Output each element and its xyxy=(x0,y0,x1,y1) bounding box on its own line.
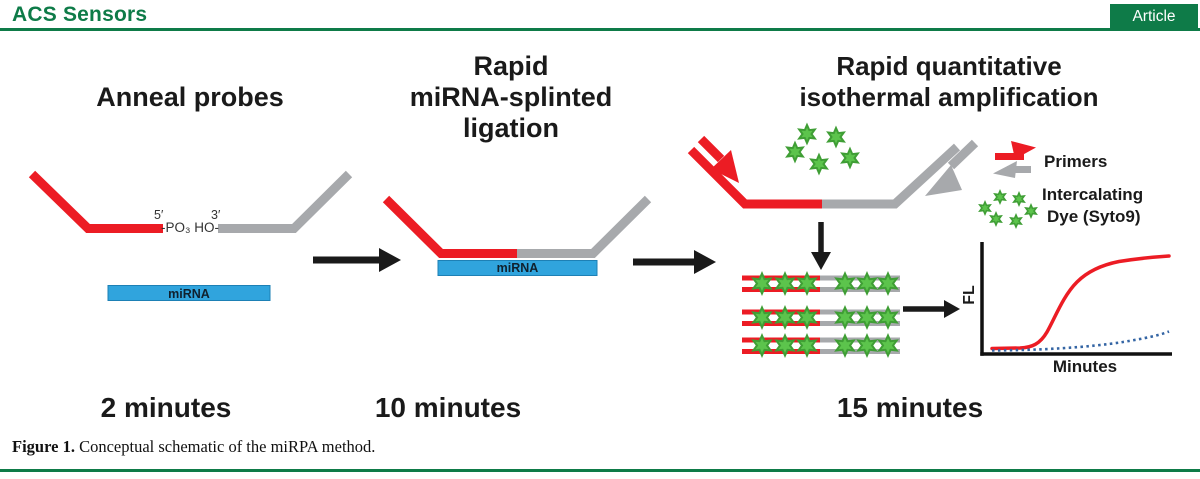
mirna-strand-p2 xyxy=(437,260,598,276)
dye-star-icon xyxy=(877,305,899,330)
footer-rule xyxy=(0,469,1200,472)
dye-star-icon xyxy=(751,333,773,358)
dye-star-icon xyxy=(796,333,818,358)
dye-star-icon xyxy=(774,305,796,330)
panel3-title-line1: Rapid quantitative xyxy=(836,51,1062,81)
dye-star-icon xyxy=(834,271,856,296)
dye-star-icon xyxy=(796,305,818,330)
panel1-time: 2 minutes xyxy=(100,392,232,423)
journal-name: ACS Sensors xyxy=(12,3,148,26)
panel1-title: Anneal probes xyxy=(96,82,284,112)
reverse-primer-gray xyxy=(925,139,979,196)
dye-star-icon xyxy=(856,271,878,296)
panel3-title-line2: isothermal amplification xyxy=(799,82,1099,112)
dye-star-icon xyxy=(774,271,796,296)
figure-caption: Figure 1. Conceptual schematic of the mi… xyxy=(12,437,912,457)
dye-stars-amplicon-1 xyxy=(751,271,899,296)
template-red-half xyxy=(687,146,822,209)
five-prime-label: 5′ xyxy=(154,208,164,222)
forward-primer-red xyxy=(697,135,739,183)
panel2-title-line1: Rapid xyxy=(473,51,549,81)
header-rule xyxy=(0,28,1200,31)
mirna-strand-p1 xyxy=(107,285,271,301)
figure-caption-label: Figure 1. xyxy=(12,437,75,456)
panel2-title-line3: ligation xyxy=(463,113,559,143)
dye-star-icon xyxy=(840,146,860,170)
gray-probe-p1 xyxy=(218,170,353,233)
plot-xlabel: Minutes xyxy=(1052,357,1118,376)
mirna-label-p2: miRNA xyxy=(496,261,539,275)
dye-star-icon xyxy=(797,122,817,146)
panel3-time: 15 minutes xyxy=(836,392,984,423)
dye-star-icon xyxy=(1012,191,1026,207)
dye-stars-amplicon-3 xyxy=(751,333,899,358)
flow-arrow-2 xyxy=(633,250,716,274)
dye-star-icon xyxy=(751,271,773,296)
article-badge: Article xyxy=(1110,4,1198,29)
dye-star-icon xyxy=(1024,203,1038,219)
amplicon-row xyxy=(742,305,900,330)
gray-probe-p2 xyxy=(517,195,652,258)
dye-star-icon xyxy=(877,333,899,358)
article-badge-label: Article xyxy=(1132,7,1176,25)
dye-star-icon xyxy=(993,189,1007,205)
baseline-curve xyxy=(991,330,1170,352)
template-gray-half xyxy=(822,143,961,209)
dye-star-icon xyxy=(826,125,846,149)
dye-star-icon xyxy=(774,333,796,358)
amplification-arrow-down xyxy=(811,222,831,270)
phosphate-hydroxyl-label: -PO₃ HO- xyxy=(161,220,219,235)
amplicon-row xyxy=(742,333,900,358)
legend-dye-label-line1: Intercalating xyxy=(1042,185,1144,204)
figure-caption-text: Conceptual schematic of the miRPA method… xyxy=(74,437,376,456)
panel2-time: 10 minutes xyxy=(374,392,522,423)
dye-star-icon xyxy=(751,305,773,330)
red-probe-p1 xyxy=(28,170,163,233)
dye-star-icon xyxy=(877,271,899,296)
red-probe-p2 xyxy=(382,195,517,258)
dye-star-icon xyxy=(809,152,829,176)
dye-star-icon xyxy=(834,305,856,330)
flow-arrow-1 xyxy=(313,248,401,272)
dye-legend-icon xyxy=(978,189,1038,229)
dye-star-icon xyxy=(856,333,878,358)
panel2-title: Rapid miRNA-splinted ligation xyxy=(378,51,644,144)
readout-arrow-right xyxy=(903,300,960,318)
dye-star-icon xyxy=(978,200,992,216)
dye-star-icon xyxy=(834,333,856,358)
legend-primers-label: Primers xyxy=(1044,152,1108,171)
three-prime-label: 3′ xyxy=(211,208,221,222)
primer-legend-icon xyxy=(993,141,1036,178)
mirna-label-p1: miRNA xyxy=(168,287,210,301)
fluorescence-plot xyxy=(980,242,1172,356)
panel3-title: Rapid quantitative isothermal amplificat… xyxy=(769,51,1129,113)
dye-stars-scatter xyxy=(785,122,860,176)
dye-star-icon xyxy=(1009,213,1023,229)
dye-stars-amplicon-2 xyxy=(751,305,899,330)
dye-star-icon xyxy=(785,140,805,164)
legend-dye-label-line2: Dye (Syto9) xyxy=(1047,207,1141,226)
fluorescence-curve xyxy=(990,254,1171,351)
dye-star-icon xyxy=(989,211,1003,227)
panel2-title-line2: miRNA-splinted xyxy=(409,82,613,112)
amplicon-row xyxy=(742,271,900,296)
dye-star-icon xyxy=(856,305,878,330)
plot-ylabel: FL xyxy=(961,285,978,305)
dye-star-icon xyxy=(796,271,818,296)
